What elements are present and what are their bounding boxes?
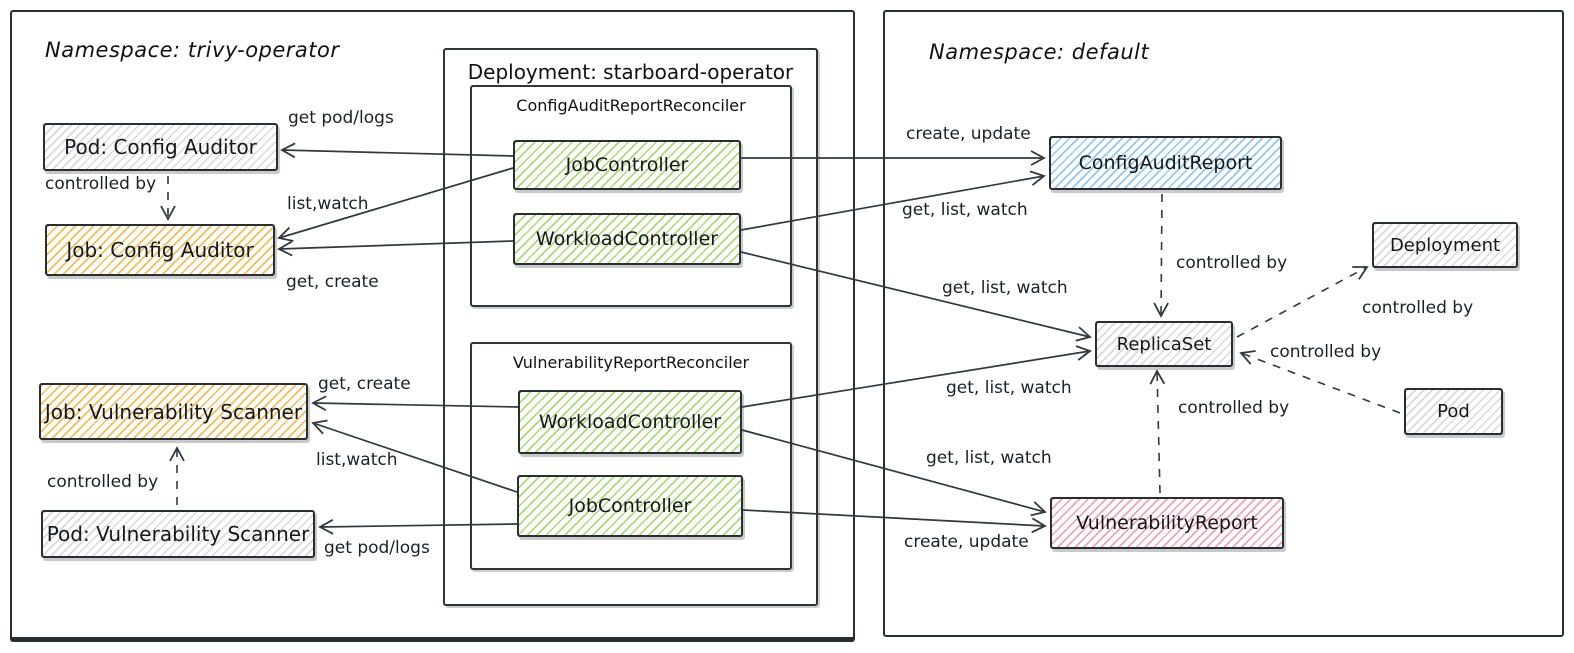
deployment-starboard-operator-title: Deployment: starboard-operator bbox=[467, 60, 794, 84]
node-pod-vulnerability-scanner: Pod: Vulnerability Scanner bbox=[41, 510, 315, 558]
node-label: ReplicaSet bbox=[1116, 333, 1212, 355]
node-label: ConfigAuditReport bbox=[1078, 152, 1253, 174]
node-label: VulnerabilityReport bbox=[1076, 512, 1258, 534]
label-controlled-by-car-rs: controlled by bbox=[1176, 253, 1288, 273]
node-pod: Pod bbox=[1404, 388, 1503, 435]
node-label: WorkloadController bbox=[535, 228, 719, 250]
label-list-watch-top: list,watch bbox=[287, 194, 369, 214]
node-label: Pod: Config Auditor bbox=[64, 135, 257, 159]
label-controlled-by-vr-rs: controlled by bbox=[1178, 398, 1290, 418]
label-controlled-by-pod-rs: controlled by bbox=[1270, 342, 1382, 362]
node-label: Deployment bbox=[1389, 234, 1501, 256]
label-get-list-watch-4: get, list, watch bbox=[926, 448, 1052, 468]
node-workload-controller-config-audit: WorkloadController bbox=[513, 213, 741, 265]
node-config-audit-report: ConfigAuditReport bbox=[1049, 136, 1282, 190]
config-audit-report-reconciler-box: ConfigAuditReportReconciler bbox=[470, 85, 792, 307]
label-list-watch-bottom: list,watch bbox=[316, 450, 398, 470]
node-label: JobController bbox=[568, 495, 692, 517]
node-job-controller-vulnerability: JobController bbox=[517, 475, 743, 537]
label-get-pod-logs-bottom: get pod/logs bbox=[324, 538, 430, 558]
node-label: Pod: Vulnerability Scanner bbox=[46, 522, 310, 546]
node-replica-set: ReplicaSet bbox=[1095, 321, 1233, 367]
namespace-default-title: Namespace: default bbox=[929, 40, 1150, 64]
node-deployment: Deployment bbox=[1372, 222, 1518, 268]
node-job-controller-config-audit: JobController bbox=[513, 140, 741, 190]
namespace-trivy-operator-title: Namespace: trivy-operator bbox=[45, 38, 340, 62]
label-get-list-watch-1: get, list, watch bbox=[902, 200, 1028, 220]
config-audit-report-reconciler-title: ConfigAuditReportReconciler bbox=[516, 96, 746, 115]
node-workload-controller-vulnerability: WorkloadController bbox=[518, 390, 742, 454]
node-label: JobController bbox=[565, 154, 689, 176]
label-controlled-by-bottom-left: controlled by bbox=[47, 472, 159, 492]
label-get-list-watch-2: get, list, watch bbox=[942, 278, 1068, 298]
label-get-create-bottom: get, create bbox=[318, 374, 411, 394]
node-label: Pod bbox=[1437, 401, 1470, 422]
label-get-pod-logs-top: get pod/logs bbox=[288, 108, 394, 128]
node-job-config-auditor: Job: Config Auditor bbox=[45, 224, 275, 276]
node-pod-config-auditor: Pod: Config Auditor bbox=[43, 123, 278, 171]
label-create-update-bottom: create, update bbox=[904, 532, 1029, 552]
node-label: Job: Vulnerability Scanner bbox=[44, 399, 303, 424]
label-get-list-watch-3: get, list, watch bbox=[946, 378, 1072, 398]
label-controlled-by-top-left: controlled by bbox=[45, 174, 157, 194]
node-vulnerability-report: VulnerabilityReport bbox=[1050, 497, 1284, 549]
label-controlled-by-rs-deployment: controlled by bbox=[1362, 298, 1474, 318]
label-get-create-top: get, create bbox=[286, 272, 379, 292]
node-label: WorkloadController bbox=[538, 411, 722, 433]
node-label: Job: Config Auditor bbox=[66, 238, 254, 262]
node-job-vulnerability-scanner: Job: Vulnerability Scanner bbox=[39, 383, 308, 440]
vulnerability-report-reconciler-title: VulnerabilityReportReconciler bbox=[512, 353, 750, 372]
label-create-update-top: create, update bbox=[906, 124, 1031, 144]
